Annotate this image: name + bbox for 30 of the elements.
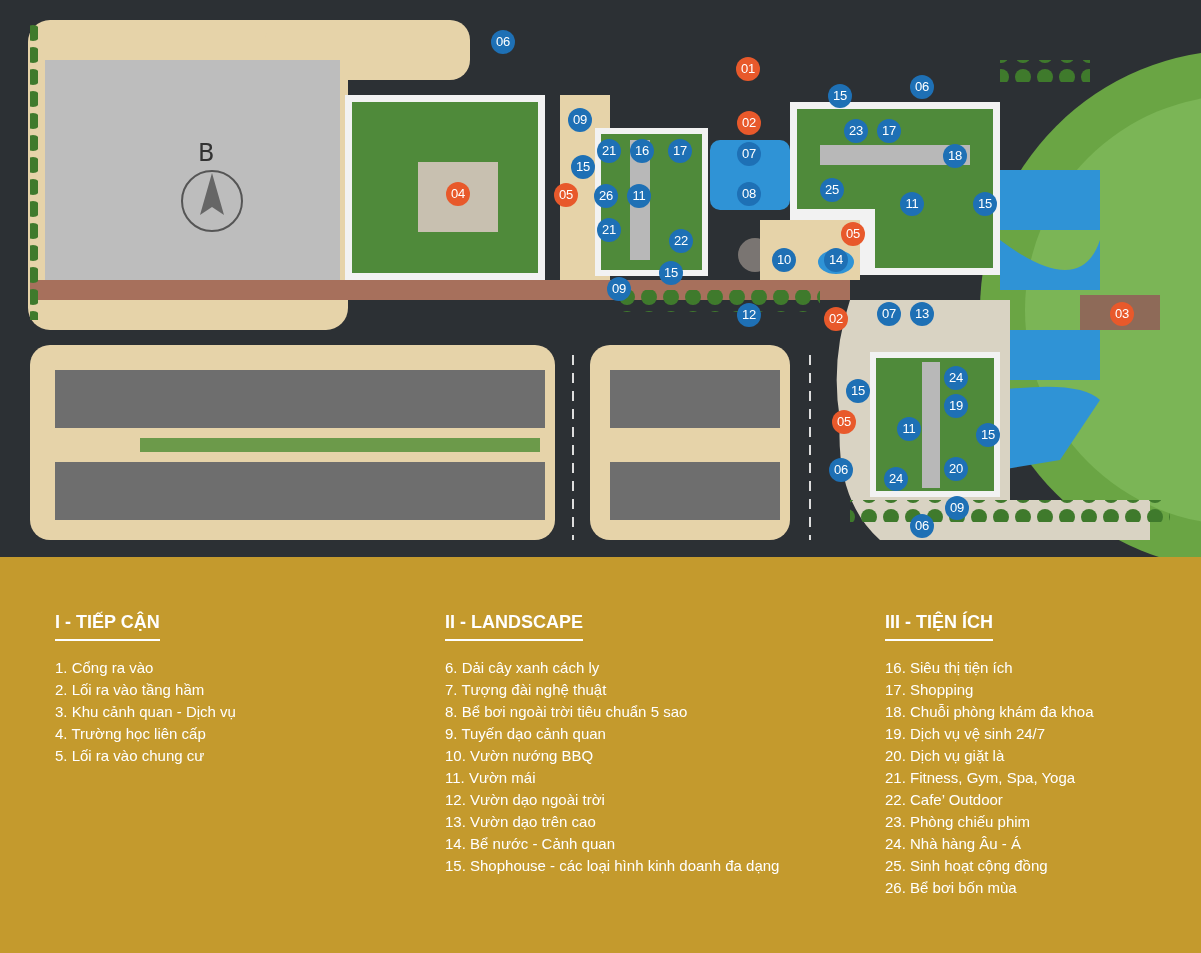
legend-item: 6. Dải cây xanh cách ly (445, 658, 601, 678)
legend-item: 17. Shopping (885, 680, 975, 700)
legend-item: 20. Dịch vụ giặt là (885, 746, 1006, 766)
legend-item: 7. Tượng đài nghệ thuật (445, 680, 608, 700)
legend-item: 26. Bể bơi bốn mùa (885, 878, 1018, 898)
compass-letter: B (198, 139, 215, 167)
legend-item: 22. Cafe’ Outdoor (885, 790, 1004, 810)
legend-item: 3. Khu cảnh quan - Dịch vụ (55, 702, 236, 722)
legend-item: 12. Vườn dạo ngoài trời (445, 790, 606, 810)
section-heading: I - TIẾP CẬN (55, 612, 160, 641)
section-heading: II - LANDSCAPE (445, 612, 583, 641)
legend-item: 23. Phòng chiếu phim (885, 812, 1032, 832)
legend-item: 13. Vườn dạo trên cao (445, 812, 597, 832)
legend-item: 25. Sinh hoạt cộng đồng (885, 856, 1049, 876)
legend-item: 8. Bể bơi ngoài trời tiêu chuẩn 5 sao (445, 702, 689, 722)
legend-item: 11. Vườn mái (445, 768, 537, 788)
legend-item: 24. Nhà hàng Âu - Á (885, 834, 1022, 854)
legend-item: 14. Bể nước - Cảnh quan (445, 834, 616, 854)
legend-item: 2. Lối ra vào tầng hầm (55, 680, 206, 700)
legend-item: 9. Tuyến dạo cảnh quan (445, 724, 607, 744)
legend-item: 15. Shophouse - các loại hình kinh doanh đa dạng (445, 856, 780, 876)
section-heading: III - TIỆN ÍCH (885, 612, 993, 641)
legend-item: 1. Cổng ra vào (55, 658, 155, 678)
legend-item: 4. Trường học liên cấp (55, 724, 207, 744)
legend-item: 5. Lối ra vào chung cư (55, 746, 206, 766)
legend-item: 18. Chuỗi phòng khám đa khoa (885, 702, 1094, 722)
legend-item: 16. Siêu thị tiện ích (885, 658, 1014, 678)
legend-item: 21. Fitness, Gym, Spa, Yoga (885, 768, 1077, 788)
legend-item: 10. Vườn nướng BBQ (445, 746, 595, 766)
legend-item: 19. Dịch vụ vệ sinh 24/7 (885, 724, 1047, 744)
